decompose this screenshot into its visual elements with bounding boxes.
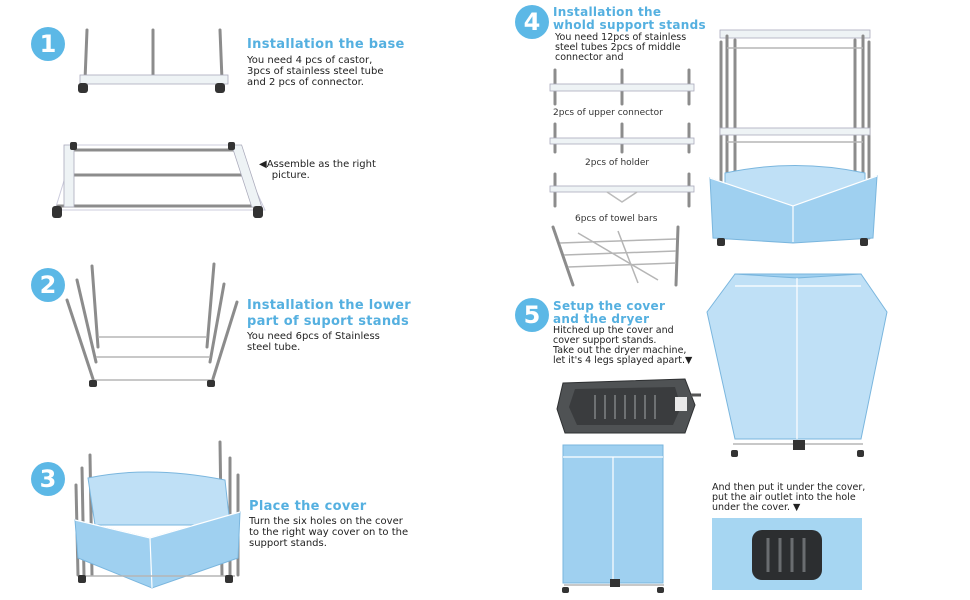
- lower-stand-illustration: [65, 262, 239, 387]
- dryer-machine-illustration: [556, 378, 701, 434]
- step-5-final-note: And then put it under the cover, put the…: [712, 482, 866, 513]
- step-3-badge: 3: [31, 462, 65, 496]
- step-1-text: You need 4 pcs of castor, 3pcs of stainl…: [247, 55, 384, 88]
- step-3-title: Place the cover: [249, 499, 367, 514]
- middle-connector-illustration: [549, 68, 695, 106]
- base-frame-illustration: [78, 28, 229, 93]
- open-cover-illustration: [706, 273, 888, 457]
- step-3-text: Turn the six holes on the cover to the r…: [249, 516, 409, 549]
- holder-illustration: [549, 172, 695, 208]
- step-1-badge: 1: [31, 27, 65, 61]
- base-assembled-illustration: [52, 142, 266, 218]
- step-1-title: Installation the base: [247, 37, 405, 52]
- step-2-text: You need 6pcs of Stainless steel tube.: [247, 331, 380, 353]
- upper-connector-illustration: [549, 122, 695, 154]
- step-5-badge: 5: [515, 298, 549, 332]
- step-5-title: Setup the cover and the dryer: [553, 299, 666, 326]
- step-2-title: Installation the lower part of suport st…: [247, 298, 411, 329]
- step-4-text: You need 12pcs of stainless steel tubes …: [555, 32, 687, 63]
- cover-placed-illustration: [74, 440, 241, 589]
- air-outlet-illustration: [712, 518, 862, 590]
- step-4-title: Installation the whold support stands: [553, 5, 706, 32]
- step-4-badge: 4: [515, 5, 549, 39]
- full-stand-illustration: [709, 29, 878, 246]
- step-2-badge: 2: [31, 268, 65, 302]
- upper-connector-caption: 2pcs of upper connector: [553, 108, 663, 118]
- step-1-note: ◀Assemble as the right picture.: [259, 159, 376, 181]
- step-5-text: Hitched up the cover and cover support s…: [553, 325, 693, 366]
- holder-caption: 2pcs of holder: [585, 158, 650, 168]
- covered-dryer-small-illustration: [562, 444, 664, 593]
- towel-bars-caption: 6pcs of towel bars: [575, 214, 658, 224]
- towel-bars-illustration: [551, 225, 680, 287]
